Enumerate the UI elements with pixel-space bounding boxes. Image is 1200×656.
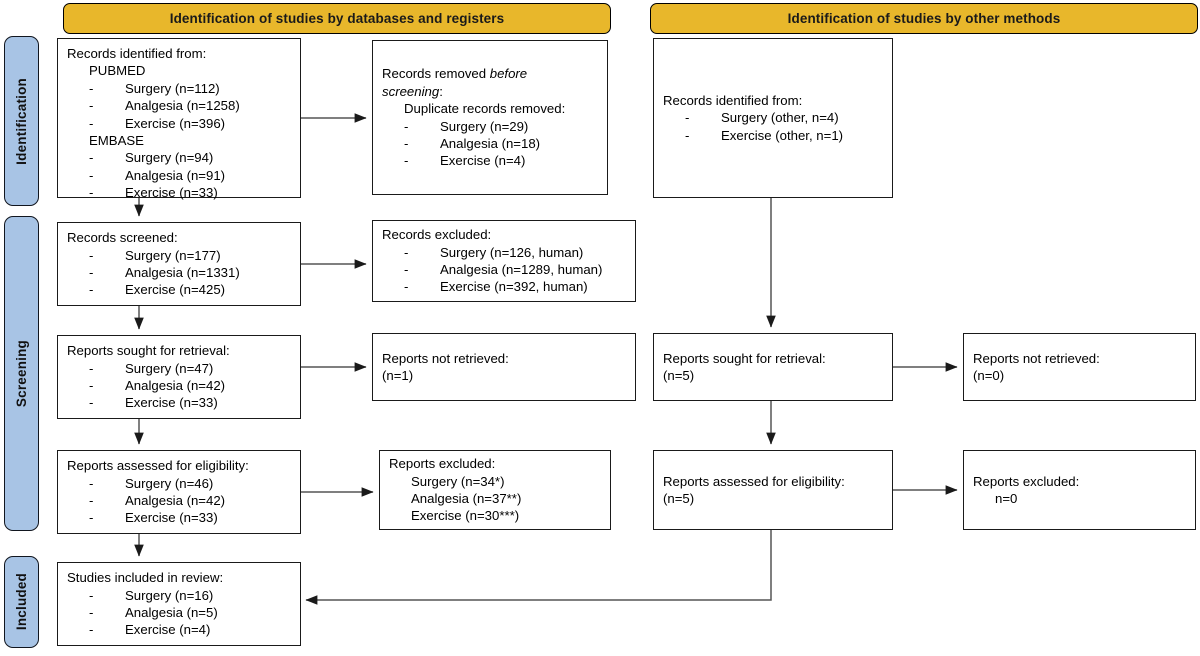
box-reports-not-retrieved: Reports not retrieved: (n=1): [372, 333, 636, 401]
box-records-identified: Records identified from: PUBMED Surgery …: [57, 38, 301, 201]
stage-screening-label: Screening: [14, 339, 29, 408]
box-studies-included: Studies included in review: Surgery (n=1…: [57, 562, 301, 646]
reports-assessed-analgesia: Analgesia (n=42): [67, 492, 291, 509]
records-identified-embase-exercise: Exercise (n=33): [67, 184, 291, 201]
box-other-identified: Records identified from: Surgery (other,…: [653, 38, 893, 198]
box-other-excluded: Reports excluded: n=0: [963, 450, 1196, 530]
reports-not-retrieved-count: (n=1): [382, 368, 414, 383]
records-removed-title-cont: screening:: [382, 83, 443, 99]
reports-excluded-surgery: Surgery (n=34*): [411, 473, 505, 489]
stage-identification: Identification: [4, 36, 39, 206]
reports-not-retrieved-title: Reports not retrieved:: [382, 350, 509, 366]
other-identified-surgery: Surgery (other, n=4): [663, 109, 883, 126]
records-removed-analgesia: Analgesia (n=18): [382, 135, 598, 152]
box-reports-excluded: Reports excluded: Surgery (n=34*) Analge…: [379, 450, 611, 530]
records-excluded-exercise: Exercise (n=392, human): [382, 278, 626, 295]
banner-databases-label: Identification of studies by databases a…: [169, 11, 505, 26]
other-excluded-title: Reports excluded:: [973, 473, 1080, 489]
records-identified-embase-analgesia: Analgesia (n=91): [67, 167, 291, 184]
records-identified-pubmed-exercise: Exercise (n=396): [67, 115, 291, 132]
box-records-excluded: Records excluded: Surgery (n=126, human)…: [372, 220, 636, 302]
other-identified-title: Records identified from:: [663, 92, 803, 108]
records-screened-surgery: Surgery (n=177): [67, 247, 291, 264]
reports-assessed-exercise: Exercise (n=33): [67, 509, 291, 526]
other-sought-count: (n=5): [663, 368, 695, 383]
reports-excluded-exercise: Exercise (n=30***): [411, 508, 520, 524]
records-removed-exercise: Exercise (n=4): [382, 152, 598, 169]
records-identified-embase-surgery: Surgery (n=94): [67, 149, 291, 166]
reports-assessed-title: Reports assessed for eligibility:: [67, 458, 249, 474]
box-other-not-retrieved: Reports not retrieved: (n=0): [963, 333, 1196, 401]
banner-databases-registers: Identification of studies by databases a…: [63, 3, 611, 34]
records-identified-pubmed-surgery: Surgery (n=112): [67, 80, 291, 97]
studies-included-title: Studies included in review:: [67, 570, 224, 586]
box-records-removed: Records removed before screening: Duplic…: [372, 40, 608, 195]
other-assessed-title: Reports assessed for eligibility:: [663, 473, 845, 489]
studies-included-surgery: Surgery (n=16): [67, 587, 291, 604]
reports-sought-surgery: Surgery (n=47): [67, 360, 291, 377]
records-identified-source-pubmed: PUBMED: [89, 63, 146, 79]
studies-included-analgesia: Analgesia (n=5): [67, 604, 291, 621]
stage-screening: Screening: [4, 216, 39, 531]
records-removed-surgery: Surgery (n=29): [382, 118, 598, 135]
other-not-retrieved-count: (n=0): [973, 368, 1005, 383]
banner-other-methods: Identification of studies by other metho…: [650, 3, 1198, 34]
box-reports-sought: Reports sought for retrieval: Surgery (n…: [57, 335, 301, 419]
other-assessed-count: (n=5): [663, 491, 695, 506]
reports-excluded-analgesia: Analgesia (n=37**): [411, 491, 522, 506]
records-excluded-surgery: Surgery (n=126, human): [382, 244, 626, 261]
other-not-retrieved-title: Reports not retrieved:: [973, 350, 1100, 366]
box-other-assessed: Reports assessed for eligibility: (n=5): [653, 450, 893, 530]
records-screened-exercise: Exercise (n=425): [67, 281, 291, 298]
records-screened-title: Records screened:: [67, 230, 178, 246]
banner-other-label: Identification of studies by other metho…: [787, 11, 1061, 26]
arrow-other-assessed-to-included: [305, 530, 772, 605]
other-identified-exercise: Exercise (other, n=1): [663, 127, 883, 144]
box-records-screened: Records screened: Surgery (n=177) Analge…: [57, 222, 301, 306]
records-excluded-title: Records excluded:: [382, 227, 492, 243]
stage-included: Included: [4, 556, 39, 648]
records-identified-title: Records identified from:: [67, 46, 207, 61]
records-excluded-analgesia: Analgesia (n=1289, human): [382, 261, 626, 278]
records-removed-subtitle: Duplicate records removed:: [404, 101, 566, 117]
box-reports-assessed: Reports assessed for eligibility: Surger…: [57, 450, 301, 534]
reports-sought-exercise: Exercise (n=33): [67, 394, 291, 411]
other-sought-title: Reports sought for retrieval:: [663, 350, 826, 366]
records-removed-title: Records removed before: [382, 66, 528, 82]
records-screened-analgesia: Analgesia (n=1331): [67, 264, 291, 281]
reports-excluded-title: Reports excluded:: [389, 456, 496, 472]
records-identified-source-embase: EMBASE: [89, 133, 144, 149]
reports-sought-title: Reports sought for retrieval:: [67, 343, 230, 359]
studies-included-exercise: Exercise (n=4): [67, 621, 291, 638]
box-other-sought: Reports sought for retrieval: (n=5): [653, 333, 893, 401]
stage-identification-label: Identification: [14, 77, 29, 165]
reports-sought-analgesia: Analgesia (n=42): [67, 377, 291, 394]
stage-included-label: Included: [14, 573, 29, 631]
other-excluded-count: n=0: [995, 491, 1018, 506]
reports-assessed-surgery: Surgery (n=46): [67, 475, 291, 492]
records-identified-pubmed-analgesia: Analgesia (n=1258): [67, 97, 291, 114]
